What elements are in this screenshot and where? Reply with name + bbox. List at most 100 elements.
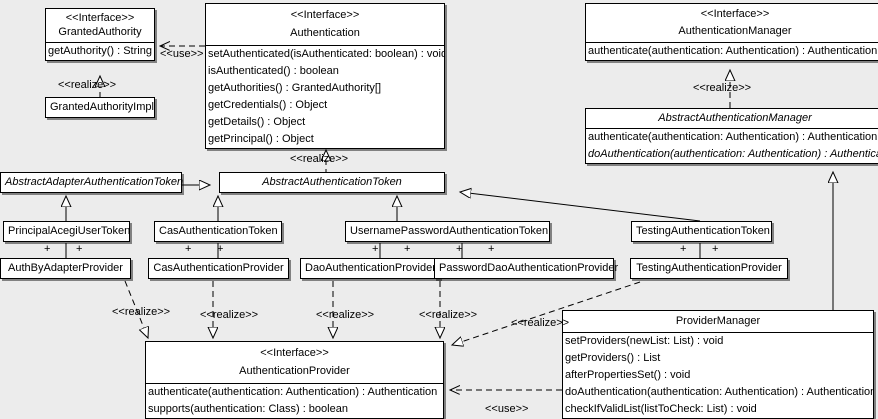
members-compartment: authenticate(authentication: Authenticat… (146, 384, 443, 418)
class-box-cas-authentication-token[interactable]: CasAuthenticationToken (154, 221, 282, 242)
stereotype-label: <<Interface>> (65, 12, 135, 24)
assoc-plus-marker: + (217, 243, 224, 255)
class-box-provider-manager[interactable]: ProviderManager setProviders(newList: Li… (562, 310, 874, 419)
member-row: authenticate(authentication: Authenticat… (588, 45, 878, 57)
assoc-plus-marker: + (680, 243, 687, 255)
edge-label-realize-testing-provider: <<realize>> (511, 317, 570, 329)
class-header-abstract-authentication-token: AbstractAuthenticationToken (220, 173, 444, 192)
class-name-label: GrantedAuthorityImpl (50, 101, 154, 113)
class-header-abstract-adapter-authentication-token: AbstractAdapterAuthenticationToken (1, 173, 183, 192)
class-header-dao-authentication-provider: DaoAuthenticationProvider (301, 259, 439, 278)
member-row: getAuthority() : String (48, 45, 152, 57)
class-box-cas-authentication-provider[interactable]: CasAuthenticationProvider (148, 258, 289, 279)
assoc-plus-marker: + (456, 243, 463, 255)
class-box-granted-authority[interactable]: <<Interface>> GrantedAuthority getAuthor… (45, 8, 155, 61)
assoc-plus-marker: + (44, 243, 51, 255)
class-name-label: UsernamePasswordAuthenticationToken (350, 225, 549, 237)
class-name-label: TestingAuthenticationProvider (636, 262, 782, 274)
member-row: afterPropertiesSet() : void (565, 369, 691, 381)
edge-label-realize-cas-provider: <<realize>> (200, 309, 259, 321)
class-header-cas-authentication-provider: CasAuthenticationProvider (149, 259, 288, 278)
divider (586, 128, 878, 129)
class-name-label: AuthenticationProvider (239, 365, 350, 377)
members-compartment: authenticate(authentication: Authenticat… (586, 129, 878, 163)
class-box-abstract-adapter-authentication-token[interactable]: AbstractAdapterAuthenticationToken (0, 172, 183, 193)
class-box-dao-authentication-provider[interactable]: DaoAuthenticationProvider (300, 258, 440, 279)
class-box-password-dao-authentication-provider[interactable]: PasswordDaoAuthenticationProvider (434, 258, 619, 279)
member-row: doAuthentication(authentication: Authent… (588, 148, 878, 160)
divider (46, 42, 154, 43)
class-name-label: AbstractAuthenticationManager (658, 112, 812, 124)
class-header-authentication-manager: <<Interface>> AuthenticationManager (586, 4, 878, 42)
member-row: authenticate(authentication: Authenticat… (588, 131, 878, 143)
class-box-username-password-authentication-token[interactable]: UsernamePasswordAuthenticationToken (345, 221, 550, 242)
class-name-label: DaoAuthenticationProvider (305, 262, 436, 274)
members-compartment: getAuthority() : String (46, 43, 154, 60)
member-row: supports(authentication: Class) : boolea… (148, 403, 348, 415)
class-header-cas-authentication-token: CasAuthenticationToken (155, 222, 281, 241)
divider (206, 45, 444, 46)
edge-label-realize-dao-provider: <<realize>> (316, 309, 375, 321)
edge-label-use-provider-manager: <<use>> (485, 403, 529, 415)
edge-label-realize-abstract-authentication-manager: <<realize>> (693, 82, 752, 94)
class-name-label: PasswordDaoAuthenticationProvider (439, 262, 619, 274)
class-box-principal-acegi-user-token[interactable]: PrincipalAcegiUserToken (3, 221, 130, 242)
class-box-abstract-authentication-manager[interactable]: AbstractAuthenticationManager authentica… (585, 108, 878, 164)
member-row: authenticate(authentication: Authenticat… (148, 386, 438, 398)
members-compartment: setAuthenticated(isAuthenticated: boolea… (206, 46, 444, 148)
edge-label-realize-granted-authority-impl: <<realize>> (58, 79, 117, 91)
edge-label-use-granted-authority: <<use>> (160, 48, 204, 60)
divider (146, 383, 443, 384)
class-name-label: AuthByAdapterProvider (8, 262, 123, 274)
class-header-provider-manager: ProviderManager (563, 311, 873, 332)
class-box-authentication[interactable]: <<Interface>> Authentication setAuthenti… (205, 3, 445, 149)
assoc-plus-marker: + (488, 243, 495, 255)
class-box-authentication-provider[interactable]: <<Interface>> AuthenticationProvider aut… (145, 341, 444, 419)
member-row: checkIfValidList(listToCheck: List) : vo… (565, 403, 757, 415)
class-box-authentication-manager[interactable]: <<Interface>> AuthenticationManager auth… (585, 3, 878, 61)
class-box-granted-authority-impl[interactable]: GrantedAuthorityImpl (45, 97, 155, 118)
assoc-plus-marker: + (185, 243, 192, 255)
member-row: getAuthorities() : GrantedAuthority[] (208, 82, 382, 94)
class-box-abstract-authentication-token[interactable]: AbstractAuthenticationToken (219, 172, 445, 193)
class-header-password-dao-authentication-provider: PasswordDaoAuthenticationProvider (435, 259, 619, 278)
class-box-auth-by-adapter-provider[interactable]: AuthByAdapterProvider (0, 258, 131, 279)
members-compartment: authenticate(authentication: Authenticat… (586, 43, 878, 60)
class-box-testing-authentication-provider[interactable]: TestingAuthenticationProvider (630, 258, 788, 279)
class-name-label: ProviderManager (675, 315, 761, 327)
class-header-username-password-authentication-token: UsernamePasswordAuthenticationToken (346, 222, 549, 241)
member-row: setProviders(newList: List) : void (565, 335, 724, 347)
class-header-testing-authentication-provider: TestingAuthenticationProvider (631, 259, 787, 278)
member-row: isAuthenticated() : boolean (208, 65, 339, 77)
assoc-plus-marker: + (712, 243, 719, 255)
class-name-label: TestingAuthenticationToken (636, 225, 770, 237)
class-header-testing-authentication-token: TestingAuthenticationToken (632, 222, 771, 241)
members-compartment: setProviders(newList: List) : void getPr… (563, 333, 873, 418)
class-name-label: GrantedAuthority (58, 26, 142, 38)
class-name-label: AuthenticationManager (678, 25, 792, 37)
class-header-granted-authority: <<Interface>> GrantedAuthority (46, 9, 154, 42)
class-header-principal-acegi-user-token: PrincipalAcegiUserToken (4, 222, 131, 241)
stereotype-label: <<Interface>> (290, 9, 360, 21)
class-name-label: Authentication (290, 27, 360, 39)
class-name-label: CasAuthenticationToken (159, 225, 278, 237)
class-header-granted-authority-impl: GrantedAuthorityImpl (46, 98, 154, 117)
class-header-abstract-authentication-manager: AbstractAuthenticationManager (586, 109, 878, 128)
stereotype-label: <<Interface>> (260, 347, 329, 359)
class-box-testing-authentication-token[interactable]: TestingAuthenticationToken (631, 221, 772, 242)
class-header-authentication: <<Interface>> Authentication (206, 4, 444, 45)
class-header-auth-by-adapter-provider: AuthByAdapterProvider (1, 259, 130, 278)
assoc-plus-marker: + (76, 243, 83, 255)
assoc-plus-marker: + (404, 243, 411, 255)
member-row: getDetails() : Object (208, 116, 306, 128)
member-row: setAuthenticated(isAuthenticated: boolea… (208, 48, 444, 60)
class-name-label: CasAuthenticationProvider (153, 262, 284, 274)
class-header-authentication-provider: <<Interface>> AuthenticationProvider (146, 342, 443, 383)
class-name-label: AbstractAuthenticationToken (262, 176, 402, 188)
edge-label-realize-auth-by-adapter: <<realize>> (112, 306, 171, 318)
member-row: getCredentials() : Object (208, 99, 328, 111)
member-row: getPrincipal() : Object (208, 133, 314, 145)
member-row: doAuthentication(authentication: Authent… (565, 386, 873, 398)
class-name-label: PrincipalAcegiUserToken (8, 225, 131, 237)
